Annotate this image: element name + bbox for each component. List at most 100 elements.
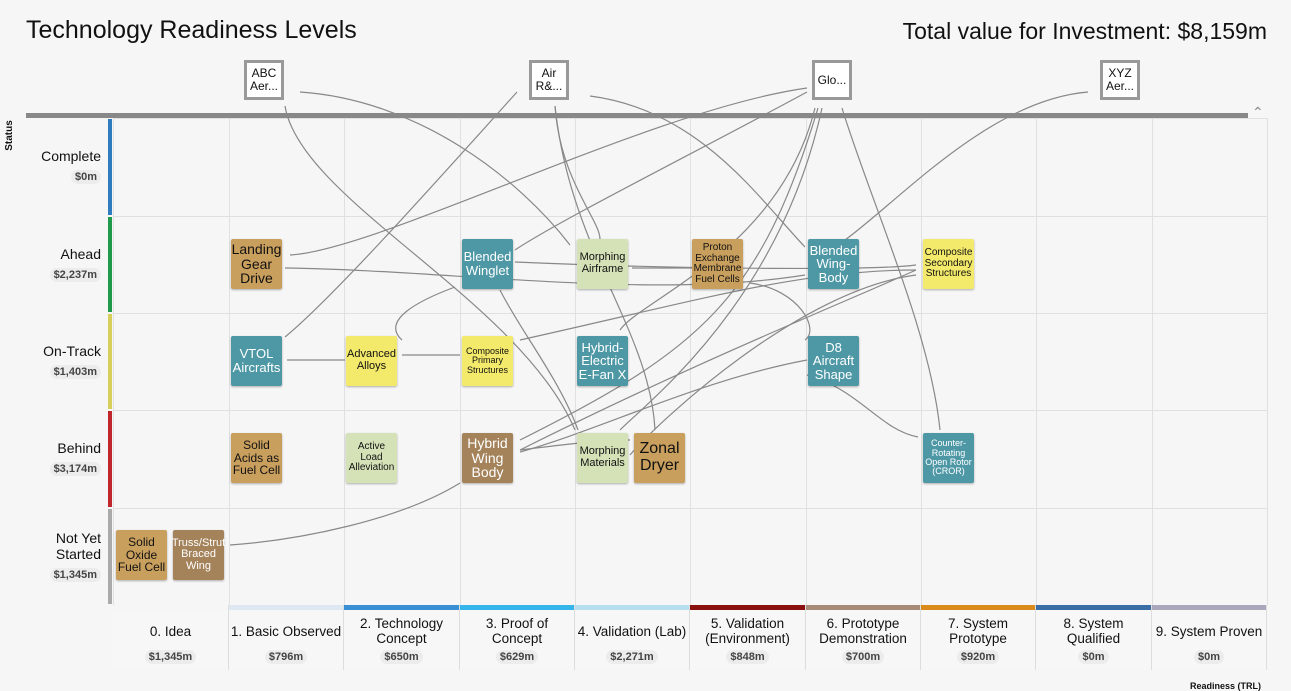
technology-name: Composite Primary Structures [465,345,510,375]
technology-node[interactable]: Hybrid-Electric E-Fan X [577,336,628,386]
readiness-column-header: 6. Prototype Demonstration$700m [806,605,921,670]
technology-name: Hybrid-Electric E-Fan X [578,339,627,382]
grid-column-line [1036,118,1037,605]
grid-column-line [229,118,230,605]
page-title: Technology Readiness Levels [26,16,357,44]
technology-node[interactable]: Counter-Rotating Open Rotor (CROR) [923,433,974,483]
grid-row-line [113,118,1267,119]
readiness-level-label: 7. System Prototype [947,616,1009,646]
grid-column-line [344,118,345,605]
readiness-level-label: 2. Technology Concept [359,616,444,646]
status-value: $1,403m [49,365,101,379]
technology-node[interactable]: Solid Acids as Fuel Cell [231,433,282,483]
readiness-column-header: 7. System Prototype $920m [921,605,1036,670]
readiness-column-header: 0. Idea$1,345m [113,605,229,670]
grid-row-line [113,313,1267,314]
readiness-level-label: 5. Validation (Environment) [705,616,790,646]
technology-node[interactable]: Truss/Strut Braced Wing [172,530,225,580]
grid-column-line [806,118,807,605]
technology-name: Landing Gear Drive [231,240,282,287]
technology-name: Morphing Materials [579,445,626,469]
investor-xyz[interactable]: XYZ Aer... [1100,60,1140,100]
technology-node[interactable]: VTOL Aircrafts [231,336,282,386]
technology-node[interactable]: Morphing Materials [577,433,628,483]
readiness-column-header: 3. Proof of Concept $629m [460,605,575,670]
technology-name: Blended Winglet [463,249,512,278]
readiness-column-header: 8. System Qualified $0m [1036,605,1152,670]
technology-node[interactable]: Landing Gear Drive [231,239,282,289]
technology-node[interactable]: Zonal Dryer [634,433,685,483]
readiness-level-label: 8. System Qualified [1063,616,1124,646]
technology-name: Counter-Rotating Open Rotor (CROR) [925,438,972,477]
readiness-value: $650m [380,650,423,664]
technology-name: Morphing Airframe [579,251,626,275]
status-row-label: On-Track$1,403m [26,343,101,380]
grid-column-line [575,118,576,605]
readiness-color-bar [806,605,920,610]
investor-air[interactable]: Air R&... [529,60,569,100]
readiness-color-bar [575,605,689,610]
technology-name: VTOL Aircrafts [232,346,281,375]
technology-name: Proton Exchange Membrane Fuel Cells [693,242,742,285]
readiness-level-label: 3. Proof of Concept [485,616,549,646]
technology-node[interactable]: Hybrid Wing Body [462,433,513,483]
technology-node[interactable]: Blended Winglet [462,239,513,289]
technology-name: D8 Aircraft Shape [812,339,855,382]
technology-node[interactable]: D8 Aircraft Shape [808,336,859,386]
status-color-stripe [108,217,112,312]
status-row-label: Complete$0m [26,148,101,185]
technology-name: Advanced Alloys [347,348,396,372]
technology-name: Composite Secondary Structures [924,247,973,280]
status-row-label: Not Yet Started$1,345m [26,530,101,583]
technology-name: Solid Acids as Fuel Cell [232,438,281,478]
grid-column-line [921,118,922,605]
status-color-stripe [108,119,112,215]
status-value: $1,345m [49,568,101,582]
status-value: $2,237m [49,268,101,282]
technology-node[interactable]: Proton Exchange Membrane Fuel Cells [692,239,743,289]
status-name: Behind [57,440,101,456]
readiness-color-bar [229,605,343,610]
readiness-color-bar [344,605,459,610]
readiness-column-header: 9. System Proven $0m [1152,605,1267,670]
readiness-value: $629m [495,650,539,664]
technology-node[interactable]: Composite Secondary Structures [923,239,974,289]
readiness-level-label: 9. System Proven [1155,623,1263,639]
readiness-color-bar [1152,605,1266,610]
readiness-value: $920m [956,650,1000,664]
readiness-column-header: 1. Basic Observed$796m [229,605,344,670]
readiness-value: $0m [1193,650,1225,664]
technology-node[interactable]: Blended Wing-Body [808,239,859,289]
readiness-column-header: 5. Validation (Environment) $848m [690,605,806,670]
technology-node[interactable]: Morphing Airframe [577,239,628,289]
technology-node[interactable]: Advanced Alloys [346,336,397,386]
grid-row-line [113,216,1267,217]
readiness-color-bar [113,605,228,610]
status-color-stripe [108,314,112,409]
readiness-level-label: 0. Idea [149,623,192,639]
collapse-chevron-icon[interactable]: ⌃ [1252,104,1264,120]
grid-row-line [113,508,1267,509]
technology-node[interactable]: Active Load Alleviation [346,433,397,483]
status-value: $3,174m [49,462,101,476]
technology-node[interactable]: Solid Oxide Fuel Cell [116,530,167,580]
technology-name: Zonal Dryer [639,440,680,474]
status-color-stripe [108,411,112,507]
grid-row-line [113,410,1267,411]
status-color-stripe [108,509,112,604]
investor-abc[interactable]: ABC Aer... [244,60,284,100]
readiness-column-header: 2. Technology Concept $650m [344,605,460,670]
readiness-value: $848m [726,650,769,664]
investor-glo[interactable]: Glo... [812,60,852,100]
technology-node[interactable]: Composite Primary Structures [462,336,513,386]
readiness-value: $2,271m [606,650,658,664]
grid-column-line [460,118,461,605]
investor-divider [26,113,1248,118]
technology-name: Solid Oxide Fuel Cell [117,535,166,575]
readiness-color-bar [1036,605,1151,610]
readiness-value: $0m [1078,650,1109,664]
grid-column-line [113,118,114,605]
status-value: $0m [70,170,101,184]
readiness-column-header: 4. Validation (Lab)$2,271m [575,605,690,670]
